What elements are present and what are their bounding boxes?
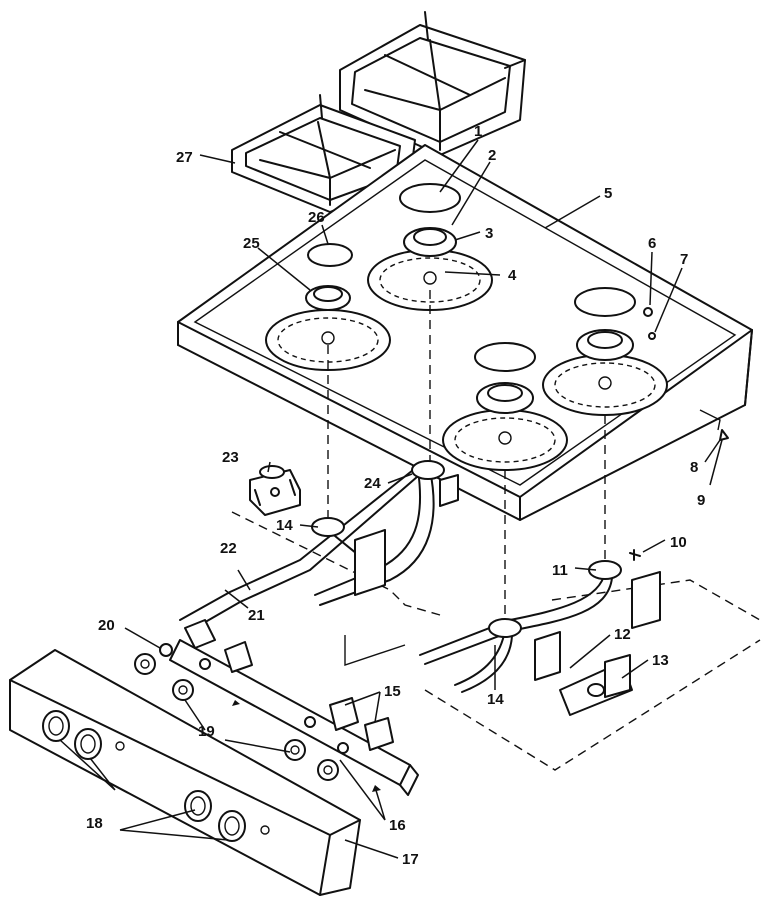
manifold-pipe	[159, 619, 419, 796]
control-knobs	[42, 710, 246, 842]
control-panel	[9, 649, 361, 896]
screw-hardware	[629, 307, 729, 561]
callout-17: 17	[402, 851, 419, 868]
burner-head-right-front	[476, 382, 534, 414]
burner-plate-right-front	[442, 409, 568, 471]
small-screws	[232, 700, 381, 792]
callout-10: 10	[670, 534, 687, 551]
grate-rear	[339, 11, 526, 156]
callout-11: 11	[552, 562, 568, 579]
callout-18: 18	[86, 815, 103, 832]
callout-21: 21	[248, 607, 265, 624]
callout-26: 26	[308, 209, 325, 226]
callout-12: 12	[614, 626, 631, 643]
callout-20: 20	[98, 617, 115, 634]
leader-lines	[59, 139, 723, 859]
callout-4: 4	[508, 267, 517, 284]
callout-7: 7	[680, 251, 688, 268]
burner-head-right-rear	[576, 329, 634, 361]
callout-16: 16	[389, 817, 406, 834]
burner-head-left-rear	[403, 227, 457, 257]
callout-6: 6	[648, 235, 656, 252]
burner-caps	[307, 183, 636, 372]
callout-25: 25	[243, 235, 260, 252]
callout-14-lower: 14	[487, 691, 504, 708]
callout-5: 5	[604, 185, 612, 202]
callout-19: 19	[198, 723, 215, 740]
callout-23: 23	[222, 449, 239, 466]
callout-14-upper: 14	[276, 517, 293, 534]
callout-9: 9	[697, 492, 705, 509]
pressure-regulator	[249, 465, 301, 516]
orifice-holders	[311, 460, 622, 638]
cooktop-panel	[177, 144, 753, 521]
callout-1: 1	[474, 123, 482, 140]
callout-15: 15	[384, 683, 401, 700]
brackets	[344, 474, 661, 716]
callout-27: 27	[176, 149, 193, 166]
burner-head-left-front	[305, 285, 351, 311]
burner-plate-left-rear	[367, 249, 493, 311]
knob-bezels	[134, 653, 339, 781]
callout-3: 3	[485, 225, 493, 242]
callout-13: 13	[652, 652, 669, 669]
callout-2: 2	[488, 147, 496, 164]
callout-22: 22	[220, 540, 237, 557]
callout-labels: 1 2 3 4 5 6 7 8 9 10 11 12 13 14 14 15 1…	[86, 123, 705, 868]
callout-24: 24	[364, 475, 381, 492]
callout-8: 8	[690, 459, 698, 476]
burner-plate-right-rear	[542, 354, 668, 416]
alignment-lines	[231, 290, 761, 771]
